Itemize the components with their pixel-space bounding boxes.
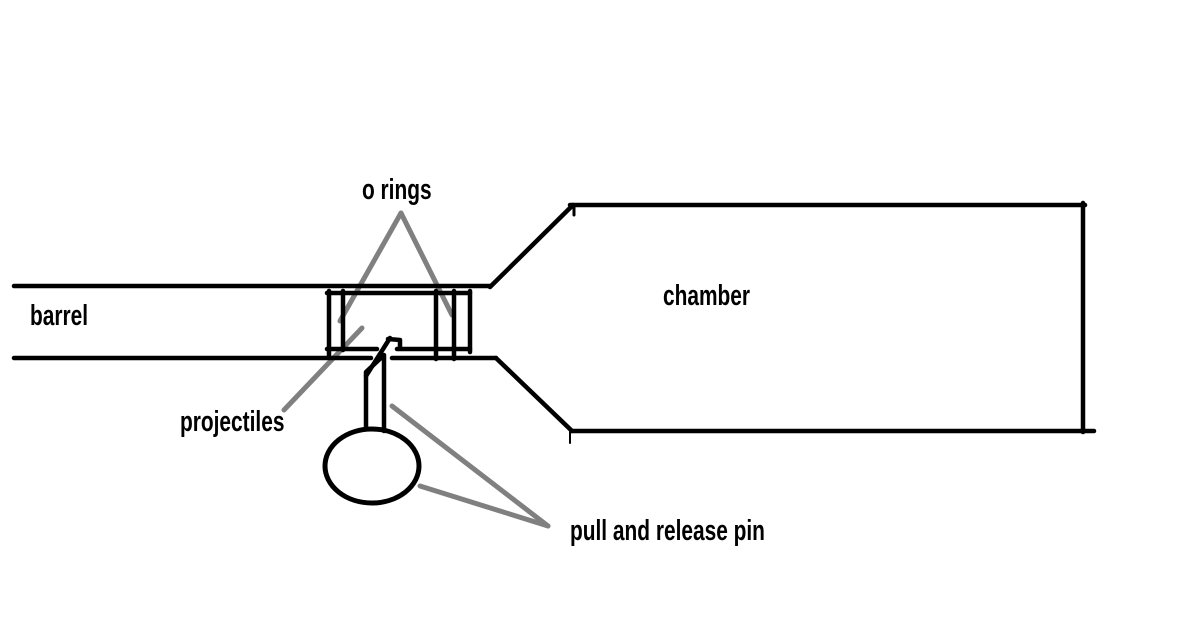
label-chamber: chamber	[663, 280, 751, 312]
chamber-taper-bottom-line	[493, 355, 575, 434]
o-rings-leader-right-line	[398, 210, 455, 318]
o-ring-right-band	[433, 288, 457, 362]
o-rings-leader-left-line	[337, 210, 404, 324]
pull-pin-ring	[322, 426, 422, 506]
label-projectiles: projectiles	[180, 406, 285, 438]
label-pull-and-release-pin: pull and release pin	[570, 515, 765, 547]
pull-pin-shaft	[363, 352, 387, 434]
projectiles-leader-line	[281, 325, 365, 413]
pull-pin-leader-upper-line	[389, 403, 551, 529]
leader-lines	[281, 210, 551, 529]
pull-pin-leader-lower-line	[417, 483, 551, 529]
chamber-taper-top-line	[487, 202, 576, 290]
device-outline	[11, 200, 1097, 506]
label-barrel: barrel	[30, 300, 89, 332]
o-ring-left-band	[326, 288, 346, 359]
label-o-rings: o rings	[362, 174, 432, 206]
